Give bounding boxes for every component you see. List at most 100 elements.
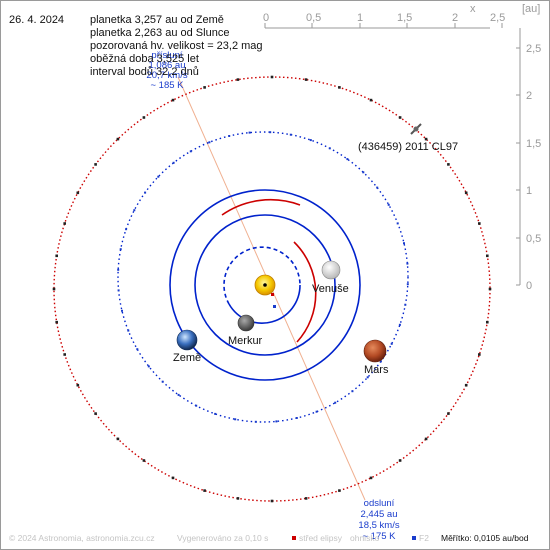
mars-orbit-point: [133, 209, 136, 212]
orbit-point: [398, 116, 402, 119]
header-info: planetka 3,257 au od Země planetka 2,263…: [90, 14, 263, 78]
mars-orbit-point: [390, 342, 393, 345]
y-tick-0-5: 0,5: [526, 233, 541, 245]
orbit-point: [52, 287, 56, 291]
orbit-point: [464, 383, 468, 387]
mars-orbit-point: [376, 186, 379, 189]
y-tick-0: 0: [526, 280, 532, 292]
x-tick-0: 0: [263, 12, 269, 24]
mars-planet: [363, 339, 387, 363]
footer-legend-f2: F2: [419, 533, 429, 543]
y-tick-1-5: 1,5: [526, 138, 541, 150]
perihelion-speed: 20,7 km/s: [146, 70, 187, 81]
mars-orbit-point: [121, 309, 123, 312]
x-axis: 0 0,5 1 1,5 2 2,5 x [au]: [263, 3, 540, 29]
footer-legend-center: střed elipsy: [299, 533, 343, 543]
mercury-orbit: [228, 284, 301, 324]
orbit-point: [447, 163, 450, 166]
planet-orbits: [117, 131, 409, 423]
footer-generated: Vygenerováno za 0,10 s: [177, 533, 268, 543]
mars-orbit-point: [406, 262, 409, 265]
mars-orbit-point: [351, 390, 354, 393]
orbit-point: [142, 116, 146, 119]
mercury-planet: [237, 314, 255, 332]
mars-orbit-point: [125, 228, 128, 231]
perihelion-info: přísluní 1,086 au 20,7 km/s ~ 185 K: [146, 50, 187, 91]
y-tick-2-5: 2,5: [526, 43, 541, 55]
perihelion-title: přísluní: [151, 50, 183, 61]
sun: [254, 274, 276, 308]
orbit-point: [63, 353, 66, 356]
header-line-2: planetka 2,263 au od Slunce: [90, 27, 229, 39]
header-line-4: oběžná doba 3,525 let: [90, 53, 199, 65]
asteroid-marker: [410, 123, 422, 135]
mars-orbit-point: [147, 365, 150, 368]
x-tick-1: 1: [357, 12, 363, 24]
mars-orbit-point: [403, 242, 405, 245]
mars-orbit-point: [254, 420, 257, 423]
x-tick-0-5: 0,5: [306, 12, 321, 24]
mars-orbit-point: [172, 161, 175, 164]
y-axis: 2,5 2 1,5 1 0,5 0: [516, 28, 541, 292]
y-tick-2: 2: [526, 90, 532, 102]
mars-orbit-point: [117, 268, 120, 271]
mars-orbit-point: [248, 131, 251, 134]
orbit-point: [203, 489, 206, 492]
mars-orbit-point: [275, 420, 278, 423]
header-line-3: pozorovaná hv. velikost = 23,2 mag: [90, 40, 263, 52]
earth-planet: [176, 329, 198, 351]
venus-label: Venuše: [312, 283, 349, 295]
orbit-point: [76, 191, 80, 195]
venus-planet: [321, 260, 341, 280]
x-tick-2-5: 2,5: [490, 12, 505, 24]
orbit-point: [203, 86, 206, 89]
mars-orbit-point: [144, 191, 147, 194]
orbit-point: [464, 191, 468, 195]
mars-orbit-point: [406, 283, 409, 286]
aphelion-info: odsluní 2,445 au 18,5 km/s ~ 175 K: [358, 498, 399, 542]
mars-orbit-point: [127, 329, 130, 332]
orbit-point: [304, 497, 308, 500]
aphelion-speed: 18,5 km/s: [358, 520, 399, 531]
orbit-point: [270, 75, 274, 79]
mars-label: Mars: [364, 364, 389, 376]
orbit-point: [486, 320, 489, 324]
orbit-point: [236, 78, 240, 81]
mars-orbit-point: [396, 222, 399, 225]
unit-label: [au]: [522, 3, 540, 15]
orbit-point: [424, 137, 428, 141]
venus-orbit: [194, 214, 336, 356]
date-label: 26. 4. 2024: [9, 14, 64, 26]
footer-scale: Měřítko: 0,0105 au/bod: [441, 533, 529, 543]
footer: © 2024 Astronomia, astronomia.zcu.cz Vyg…: [9, 533, 529, 543]
orbit-point: [171, 98, 175, 102]
aphelion-temp: ~ 175 K: [362, 531, 396, 542]
orbit-point: [478, 353, 481, 356]
perihelion-temp: ~ 185 K: [150, 80, 184, 91]
orbit-point: [478, 222, 481, 225]
orbit-point: [94, 412, 97, 415]
mars-orbit-point: [334, 401, 337, 404]
x-tick-2: 2: [452, 12, 458, 24]
mercury-label: Merkur: [228, 335, 263, 347]
orbit-point: [76, 383, 80, 387]
orbit-point: [398, 459, 402, 462]
mars-orbit-point: [177, 393, 180, 396]
mars-orbit-point: [117, 289, 120, 292]
orbit-point: [236, 497, 240, 500]
orbit-point: [369, 98, 373, 102]
orbit-point: [304, 78, 308, 81]
mars-orbit-point: [346, 158, 349, 161]
footer-copyright: © 2024 Astronomia, astronomia.zcu.cz: [9, 533, 155, 543]
mars-orbit-point: [379, 360, 382, 363]
asteroid-orbit: [52, 75, 492, 503]
mars-orbit-point: [315, 410, 318, 413]
mars-orbit-point: [214, 412, 217, 415]
inner-orbit-points: [117, 131, 409, 423]
mars-orbit-point: [228, 135, 231, 137]
orbit-point: [63, 222, 66, 225]
orbit-point: [424, 437, 428, 441]
orbit-point: [116, 437, 120, 441]
orbit-point: [486, 254, 489, 258]
earth-orbit: [169, 189, 361, 381]
